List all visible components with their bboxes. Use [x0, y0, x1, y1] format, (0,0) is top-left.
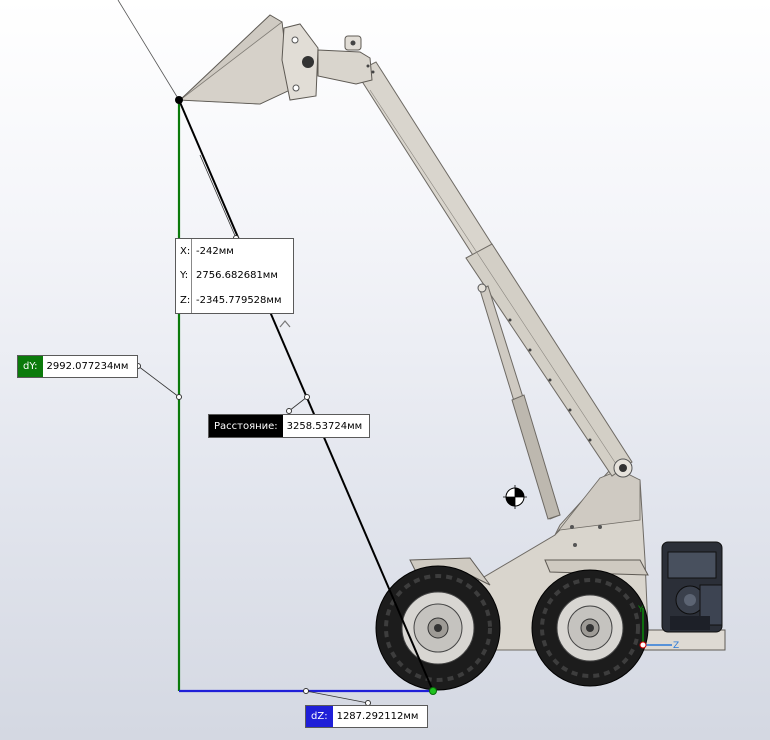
distance-leader: [288, 396, 308, 412]
dz-leader: [305, 690, 369, 704]
loader-boom[interactable]: [355, 61, 633, 520]
measure-start-point[interactable]: [175, 96, 183, 104]
coord-y-value: 2756.682681мм: [196, 270, 278, 282]
front-wheel[interactable]: [375, 565, 501, 691]
center-of-mass-icon: [503, 485, 527, 509]
dy-value: 2992.077234мм: [46, 361, 129, 372]
coord-y-label: Y:: [176, 263, 192, 289]
measure-end-point[interactable]: [429, 687, 437, 695]
loader-bucket[interactable]: [178, 14, 375, 105]
triad-y-label: Y: [637, 605, 644, 615]
coord-x-value: -242мм: [196, 245, 234, 257]
dz-label: dZ:: [306, 706, 333, 727]
coord-z-value: -2345.779528мм: [196, 294, 282, 306]
dz-callout[interactable]: dZ: 1287.292112мм: [305, 705, 428, 728]
construction-line: [117, 0, 180, 101]
triad-z-label: Z: [673, 641, 679, 651]
point-coordinates-callout[interactable]: X: -242мм Y: 2756.682681мм Z: -2345.7795…: [175, 238, 294, 314]
distance-value: 3258.53724мм: [286, 420, 363, 432]
engine[interactable]: [661, 541, 723, 633]
dy-leader: [137, 365, 180, 398]
xyz-leader: [199, 154, 237, 239]
chevron-up-icon[interactable]: [279, 320, 291, 328]
coord-z-label: Z:: [176, 288, 192, 313]
distance-label: Расстояние:: [209, 415, 283, 437]
coordinate-triad-icon: Y Z: [637, 605, 679, 651]
coord-row-z: Z: -2345.779528мм: [176, 288, 293, 313]
distance-callout[interactable]: Расстояние: 3258.53724мм: [208, 414, 370, 438]
dz-value: 1287.292112мм: [336, 711, 419, 722]
coord-row-y: Y: 2756.682681мм: [176, 263, 293, 289]
dy-label: dY:: [18, 356, 43, 377]
coord-row-x: X: -242мм: [176, 239, 293, 264]
rear-wheel[interactable]: [531, 569, 649, 687]
dy-callout[interactable]: dY: 2992.077234мм: [17, 355, 138, 378]
coord-x-label: X:: [176, 239, 192, 264]
